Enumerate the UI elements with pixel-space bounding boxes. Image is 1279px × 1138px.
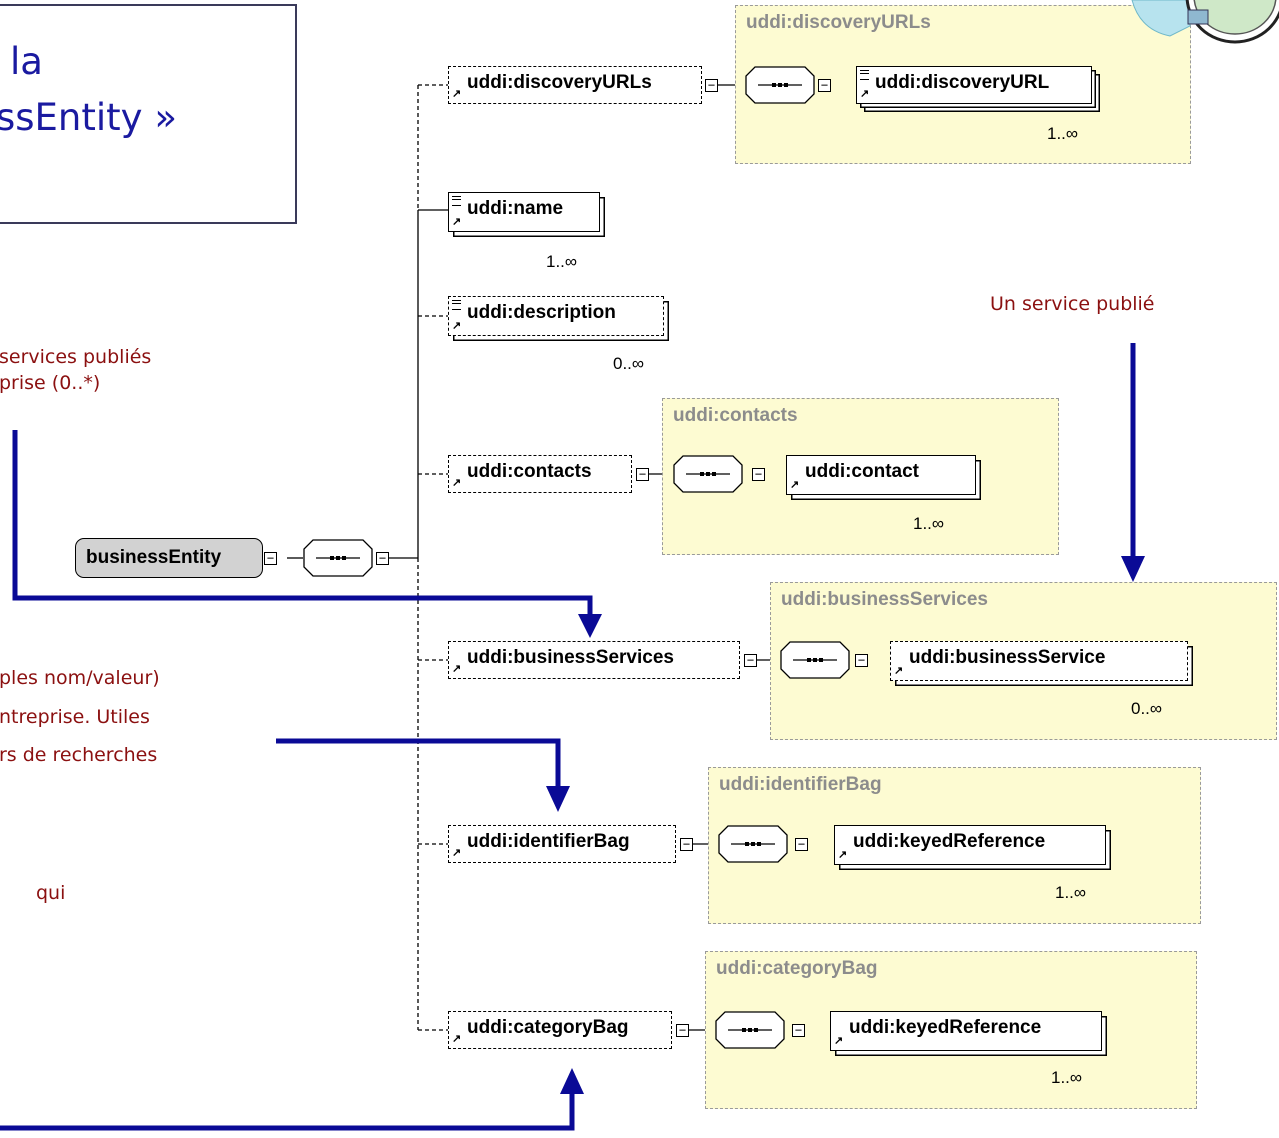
- collapse-toggle-icon[interactable]: −: [376, 552, 389, 565]
- sequence-icon: [745, 66, 815, 104]
- element-label: uddi:contact: [805, 461, 919, 482]
- cardinality-label: 1..∞: [1047, 124, 1079, 143]
- note-category-line1: qui: [36, 882, 66, 904]
- text-content-icon: [860, 70, 869, 80]
- note-identifier-line1: ples nom/valeur): [0, 667, 160, 689]
- cardinality-label: 1..∞: [546, 252, 578, 271]
- title-box: [0, 4, 297, 224]
- note-services-line2: prise (0..*): [0, 372, 101, 394]
- root-element-label: businessEntity: [86, 547, 222, 568]
- collapse-toggle-icon[interactable]: −: [705, 79, 718, 92]
- element-contacts[interactable]: ↗ uddi:contacts: [448, 455, 632, 493]
- sequence-icon: [715, 1011, 785, 1049]
- title-line-2: ssEntity »: [0, 96, 177, 139]
- cardinality-label: 0..∞: [1131, 699, 1163, 718]
- title-line-1: la: [10, 40, 43, 83]
- element-keyedreference[interactable]: ↗ uddi:keyedReference: [830, 1011, 1102, 1051]
- element-label: uddi:categoryBag: [467, 1017, 629, 1038]
- reference-arrow-icon: ↗: [860, 88, 870, 100]
- element-label: uddi:businessServices: [467, 647, 674, 668]
- group-title-discoveryurls: uddi:discoveryURLs: [746, 12, 931, 33]
- reference-arrow-icon: ↗: [452, 663, 462, 675]
- group-title-businessservices: uddi:businessServices: [781, 589, 988, 610]
- note-identifier-line3: rs de recherches: [0, 744, 158, 766]
- sequence-icon: [673, 455, 743, 493]
- collapse-toggle-icon[interactable]: −: [818, 79, 831, 92]
- reference-arrow-icon: ↗: [894, 665, 904, 677]
- reference-arrow-icon: ↗: [452, 477, 462, 489]
- reference-arrow-icon: ↗: [452, 216, 462, 228]
- collapse-toggle-icon[interactable]: −: [795, 838, 808, 851]
- element-businessservices[interactable]: ↗ uddi:businessServices: [448, 641, 740, 679]
- text-content-icon: [452, 196, 461, 206]
- note-identifier-line2: ntreprise. Utiles: [0, 706, 150, 728]
- element-discoveryurl[interactable]: ↗ uddi:discoveryURL: [856, 66, 1092, 104]
- cardinality-label: 1..∞: [1051, 1068, 1083, 1087]
- element-identifierbag[interactable]: ↗ uddi:identifierBag: [448, 825, 676, 863]
- element-description[interactable]: ↗ uddi:description: [448, 296, 664, 336]
- collapse-toggle-icon[interactable]: −: [676, 1024, 689, 1037]
- collapse-toggle-icon[interactable]: −: [752, 468, 765, 481]
- element-discoveryurls[interactable]: ↗ uddi:discoveryURLs: [448, 66, 702, 104]
- element-label: uddi:description: [467, 302, 616, 323]
- cardinality-label: 1..∞: [913, 514, 945, 533]
- collapse-toggle-icon[interactable]: −: [264, 552, 277, 565]
- reference-arrow-icon: ↗: [452, 1033, 462, 1045]
- reference-arrow-icon: ↗: [790, 479, 800, 491]
- element-categorybag[interactable]: ↗ uddi:categoryBag: [448, 1011, 672, 1049]
- element-label: uddi:contacts: [467, 461, 592, 482]
- sequence-icon: [780, 641, 850, 679]
- element-keyedreference[interactable]: ↗ uddi:keyedReference: [834, 825, 1106, 865]
- element-businessservice[interactable]: ↗ uddi:businessService: [890, 641, 1188, 681]
- logo-icon: [1131, 0, 1279, 44]
- element-label: uddi:name: [467, 198, 564, 219]
- element-name[interactable]: ↗ uddi:name: [448, 192, 600, 232]
- element-label: uddi:discoveryURLs: [467, 72, 652, 93]
- reference-arrow-icon: ↗: [834, 1035, 844, 1047]
- element-label: uddi:keyedReference: [849, 1017, 1042, 1038]
- reference-arrow-icon: ↗: [838, 849, 848, 861]
- reference-arrow-icon: ↗: [452, 320, 462, 332]
- collapse-toggle-icon[interactable]: −: [855, 654, 868, 667]
- cardinality-label: 0..∞: [613, 354, 645, 373]
- text-content-icon: [452, 300, 461, 310]
- reference-arrow-icon: ↗: [452, 847, 462, 859]
- note-service-publie: Un service publié: [990, 293, 1155, 315]
- element-label: uddi:businessService: [909, 647, 1106, 668]
- collapse-toggle-icon[interactable]: −: [744, 654, 757, 667]
- collapse-toggle-icon[interactable]: −: [636, 468, 649, 481]
- sequence-icon: [303, 539, 373, 577]
- collapse-toggle-icon[interactable]: −: [680, 838, 693, 851]
- collapse-toggle-icon[interactable]: −: [792, 1024, 805, 1037]
- group-title-identifierbag: uddi:identifierBag: [719, 774, 882, 795]
- element-label: uddi:keyedReference: [853, 831, 1046, 852]
- root-element-businessentity[interactable]: businessEntity: [75, 538, 263, 578]
- sequence-icon: [718, 825, 788, 863]
- element-label: uddi:discoveryURL: [875, 72, 1050, 93]
- note-services-line1: services publiés: [0, 346, 152, 368]
- group-title-categorybag: uddi:categoryBag: [716, 958, 878, 979]
- reference-arrow-icon: ↗: [452, 88, 462, 100]
- cardinality-label: 1..∞: [1055, 883, 1087, 902]
- group-title-contacts: uddi:contacts: [673, 405, 798, 426]
- element-label: uddi:identifierBag: [467, 831, 630, 852]
- element-contact[interactable]: ↗ uddi:contact: [786, 455, 976, 495]
